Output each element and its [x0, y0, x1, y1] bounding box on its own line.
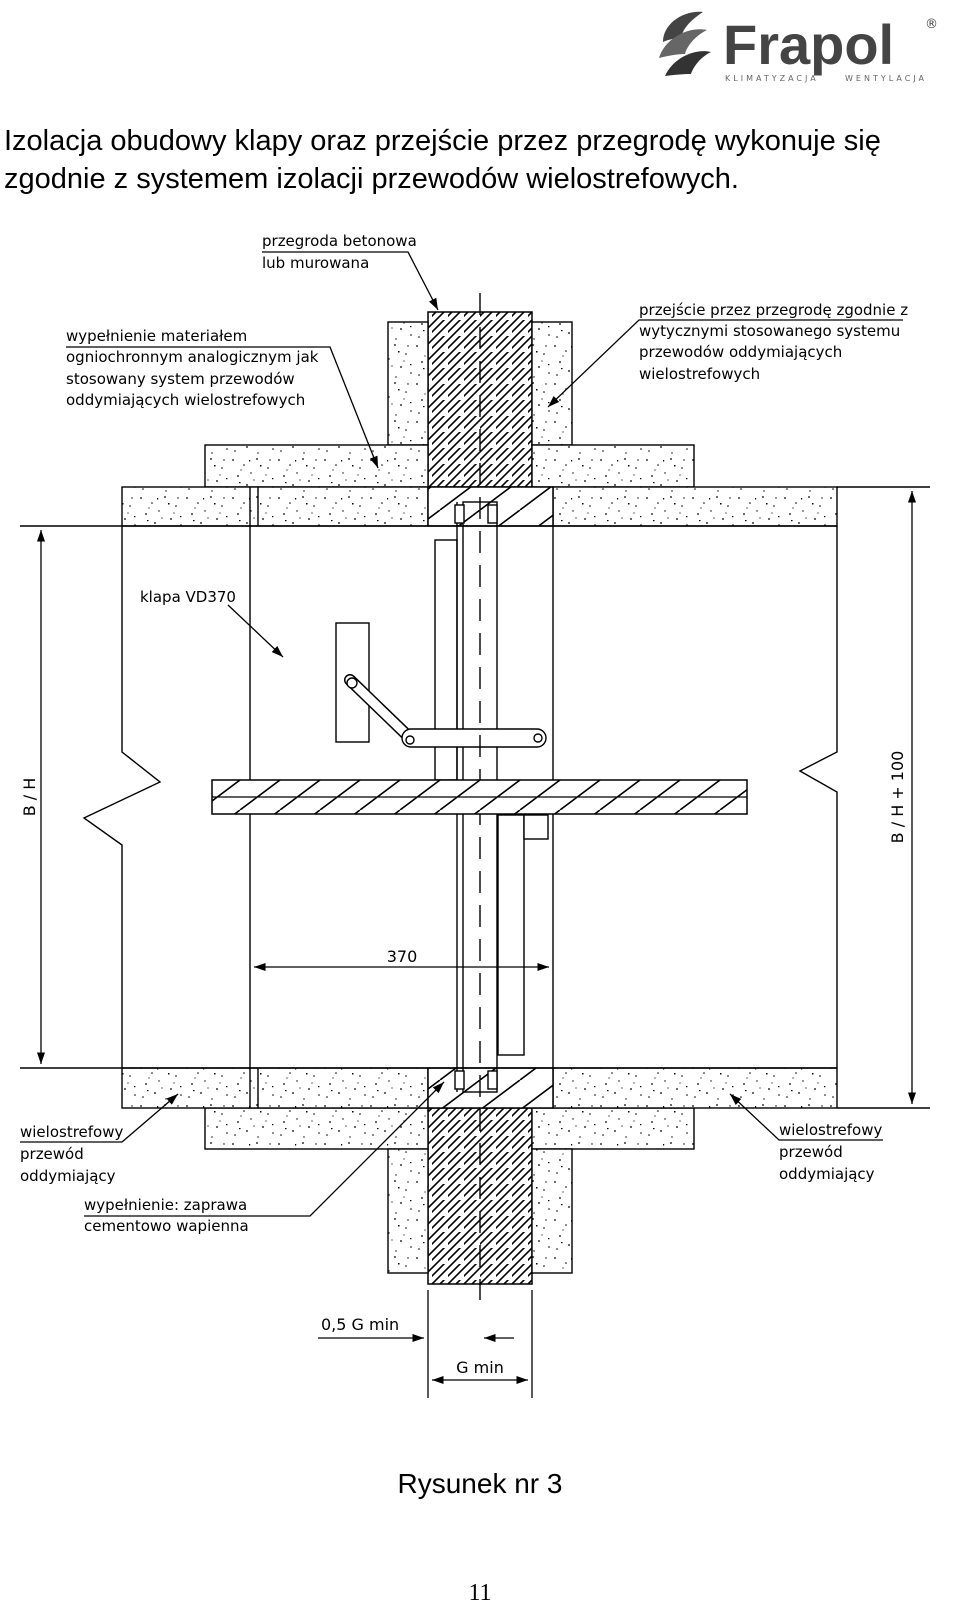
dimension-height-left: B / H: [20, 778, 39, 817]
label-passage-line3: przewodów oddymiających: [639, 343, 842, 361]
label-passage-line1: przejście przez przegrodę zgodnie z: [639, 301, 908, 319]
dimension-half-gap: 0,5 G min: [321, 1315, 399, 1334]
heading-line-2: zgodnie z systemem izolacji przewodów wi…: [4, 163, 739, 195]
label-mortar-line2: cementowo wapienna: [84, 1217, 249, 1235]
logo-registered: ®: [925, 17, 938, 32]
label-passage-line4: wielostrefowych: [639, 365, 760, 383]
figure-caption: Rysunek nr 3: [397, 1468, 563, 1499]
label-fill-line2: ogniochronnym analogicznym jak: [66, 348, 319, 366]
frapol-logo: Frapol ® KLIMATYZACJA WENTYLACJA: [659, 11, 938, 83]
leader-damper: [227, 604, 284, 658]
leader-passage: [547, 319, 903, 408]
label-duct-right-line3: oddymiający: [779, 1165, 875, 1183]
heading-line-1: Izolacja obudowy klapy oraz przejście pr…: [4, 125, 881, 157]
label-mortar-line1: wypełnienie: zaprawa: [84, 1196, 247, 1214]
label-duct-left-line2: przewód: [20, 1145, 84, 1163]
leader-duct-right: [729, 1093, 883, 1141]
label-passage-line2: wytycznymi stosowanego systemu: [639, 322, 900, 340]
label-duct-left-line3: oddymiający: [20, 1167, 116, 1185]
label-fill-line3: stosowany system przewodów: [66, 370, 295, 388]
wall-insulation: [204, 321, 695, 1274]
label-partition-line2: lub murowana: [262, 254, 369, 272]
leader-partition: [262, 251, 439, 311]
leader-duct-left: [20, 1093, 179, 1143]
logo-tagline-right: WENTYLACJA: [845, 74, 927, 83]
label-damper: klapa VD370: [140, 588, 236, 606]
dimension-gap: G min: [456, 1358, 504, 1377]
logo-brand: Frapol: [723, 13, 894, 76]
logo-mark-icon: [659, 11, 711, 76]
page-heading: Izolacja obudowy klapy oraz przejście pr…: [4, 122, 954, 198]
label-duct-right-line1: wielostrefowy: [779, 1121, 882, 1139]
label-partition-line1: przegroda betonowa: [262, 232, 417, 250]
leader-mortar: [84, 1081, 445, 1217]
label-fill-line4: oddymiających wielostrefowych: [66, 391, 305, 409]
leader-fill: [66, 346, 379, 469]
label-fill-line1: wypełnienie materiałem: [66, 327, 247, 345]
dimension-length: 370: [387, 947, 418, 966]
label-duct-right-line2: przewód: [779, 1143, 843, 1161]
damper-body: [335, 501, 549, 1093]
dimension-height-right: B / H + 100: [888, 751, 907, 844]
page-number: 11: [468, 1580, 492, 1606]
label-duct-left-line1: wielostrefowy: [20, 1123, 123, 1141]
logo-tagline-left: KLIMATYZACJA: [725, 74, 819, 83]
